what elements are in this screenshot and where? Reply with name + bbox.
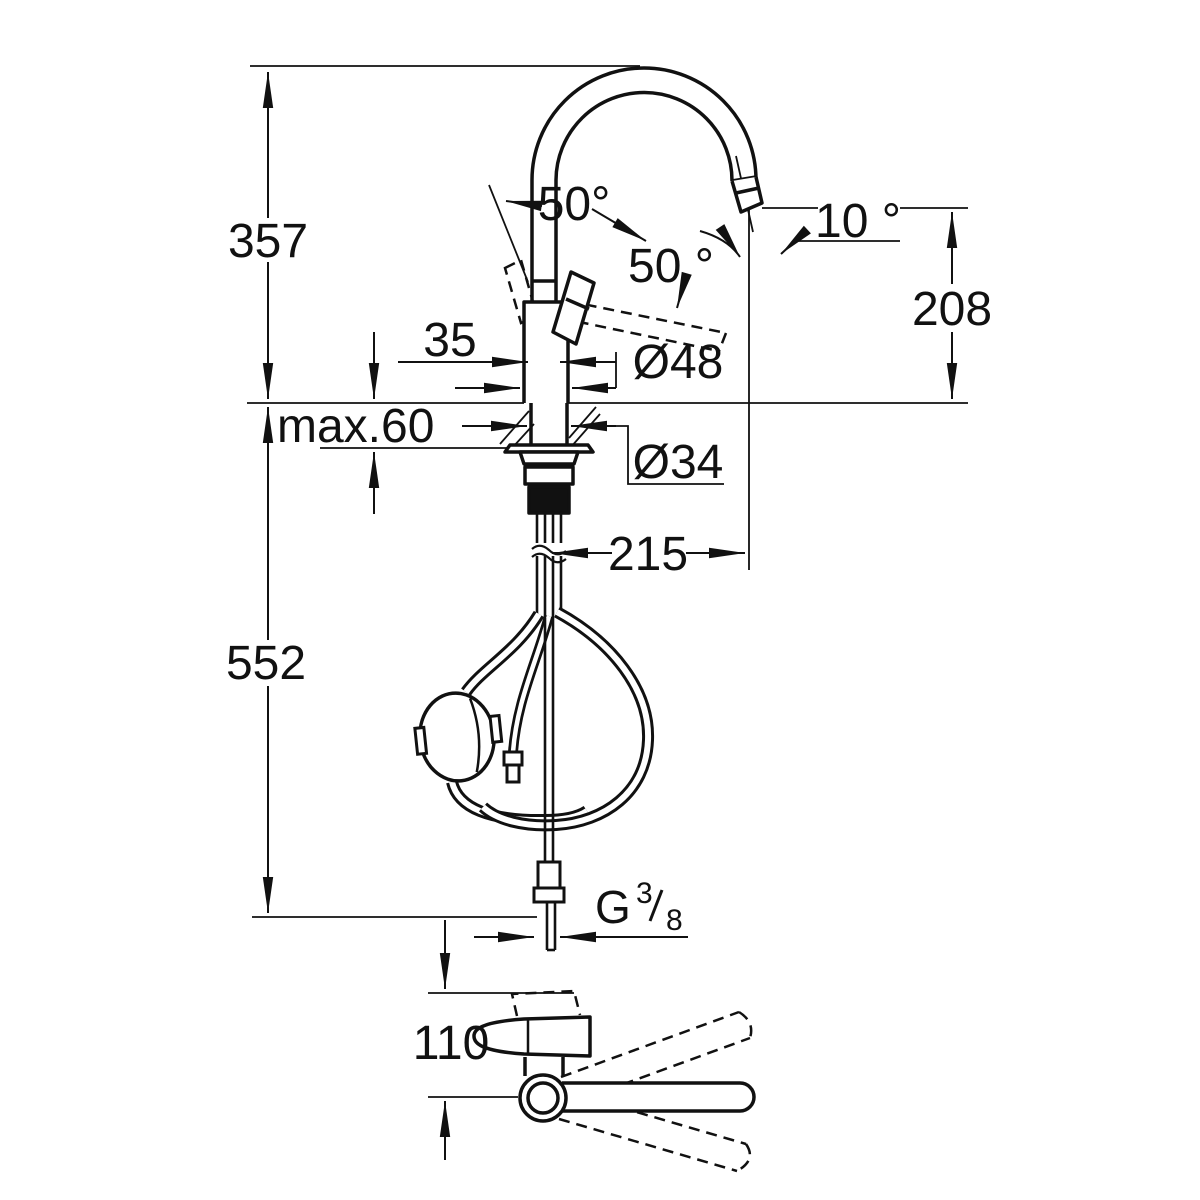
label-height-below-counter: 552 [226,637,306,690]
dashed-arm-upper-b [571,1036,751,1105]
dashed-arm-lower-b [558,1117,738,1173]
dashed-arm-upper-a [560,1010,740,1079]
dimension-labels: 357 50° 50 ° 10 ° 208 35 Ø48 max.60 Ø34 … [226,178,992,1070]
lever-handle [551,270,596,346]
pullout-sprayer [730,176,764,214]
angle-50-left-arrow-b [591,208,647,242]
spout-arch-outer [530,66,758,302]
faucet-front-view [503,66,764,515]
hose-weight [413,691,504,783]
supply-pipe [532,618,566,952]
spout-arch-inner [554,90,734,302]
angle-50-right-arc [699,224,741,258]
dimension-lines [262,72,958,1160]
faucet-top-view [472,1015,756,1123]
label-outlet-height: 208 [912,283,992,336]
label-swivel-right: 50 ° [628,240,714,293]
angle-50-right-arrow [676,271,692,309]
shank-block [527,485,571,515]
dashed-handle-down-bottom [559,316,720,353]
angle-10-arrow [780,225,811,255]
thread-slash [648,889,664,922]
label-hole-diameter: Ø34 [633,436,724,489]
label-body-diameter: Ø48 [633,336,724,389]
hose-assembly [413,513,655,952]
mounting-nut [523,465,575,486]
swivel-base-inner [526,1081,560,1115]
label-top-view-offset: 110 [413,1017,490,1070]
label-thread-size: G 3 8 [595,877,683,937]
thread-denominator: 8 [666,904,683,937]
label-counter-thickness: max.60 [277,400,434,453]
thread-numerator: 3 [636,877,653,910]
thread-nut [532,886,566,904]
label-pipe-width: 35 [423,314,476,367]
angle-50-left-arrow [505,200,543,212]
loop-hose [478,606,655,832]
dashed-handle-down-top [567,299,727,335]
label-height-above-counter: 357 [228,215,308,268]
thread-prefix: G [595,881,631,933]
label-spout-reach: 215 [608,528,688,581]
dia34-leader [616,425,724,485]
dashed-arm-lower-a [567,1090,747,1146]
spout-arm-top-view [562,1081,756,1113]
label-swivel-left: 50° [538,178,611,231]
dashed-lever-raised [510,989,582,1017]
lever-top-view [472,1015,592,1058]
label-spout-tip-angle: 10 ° [815,195,901,248]
